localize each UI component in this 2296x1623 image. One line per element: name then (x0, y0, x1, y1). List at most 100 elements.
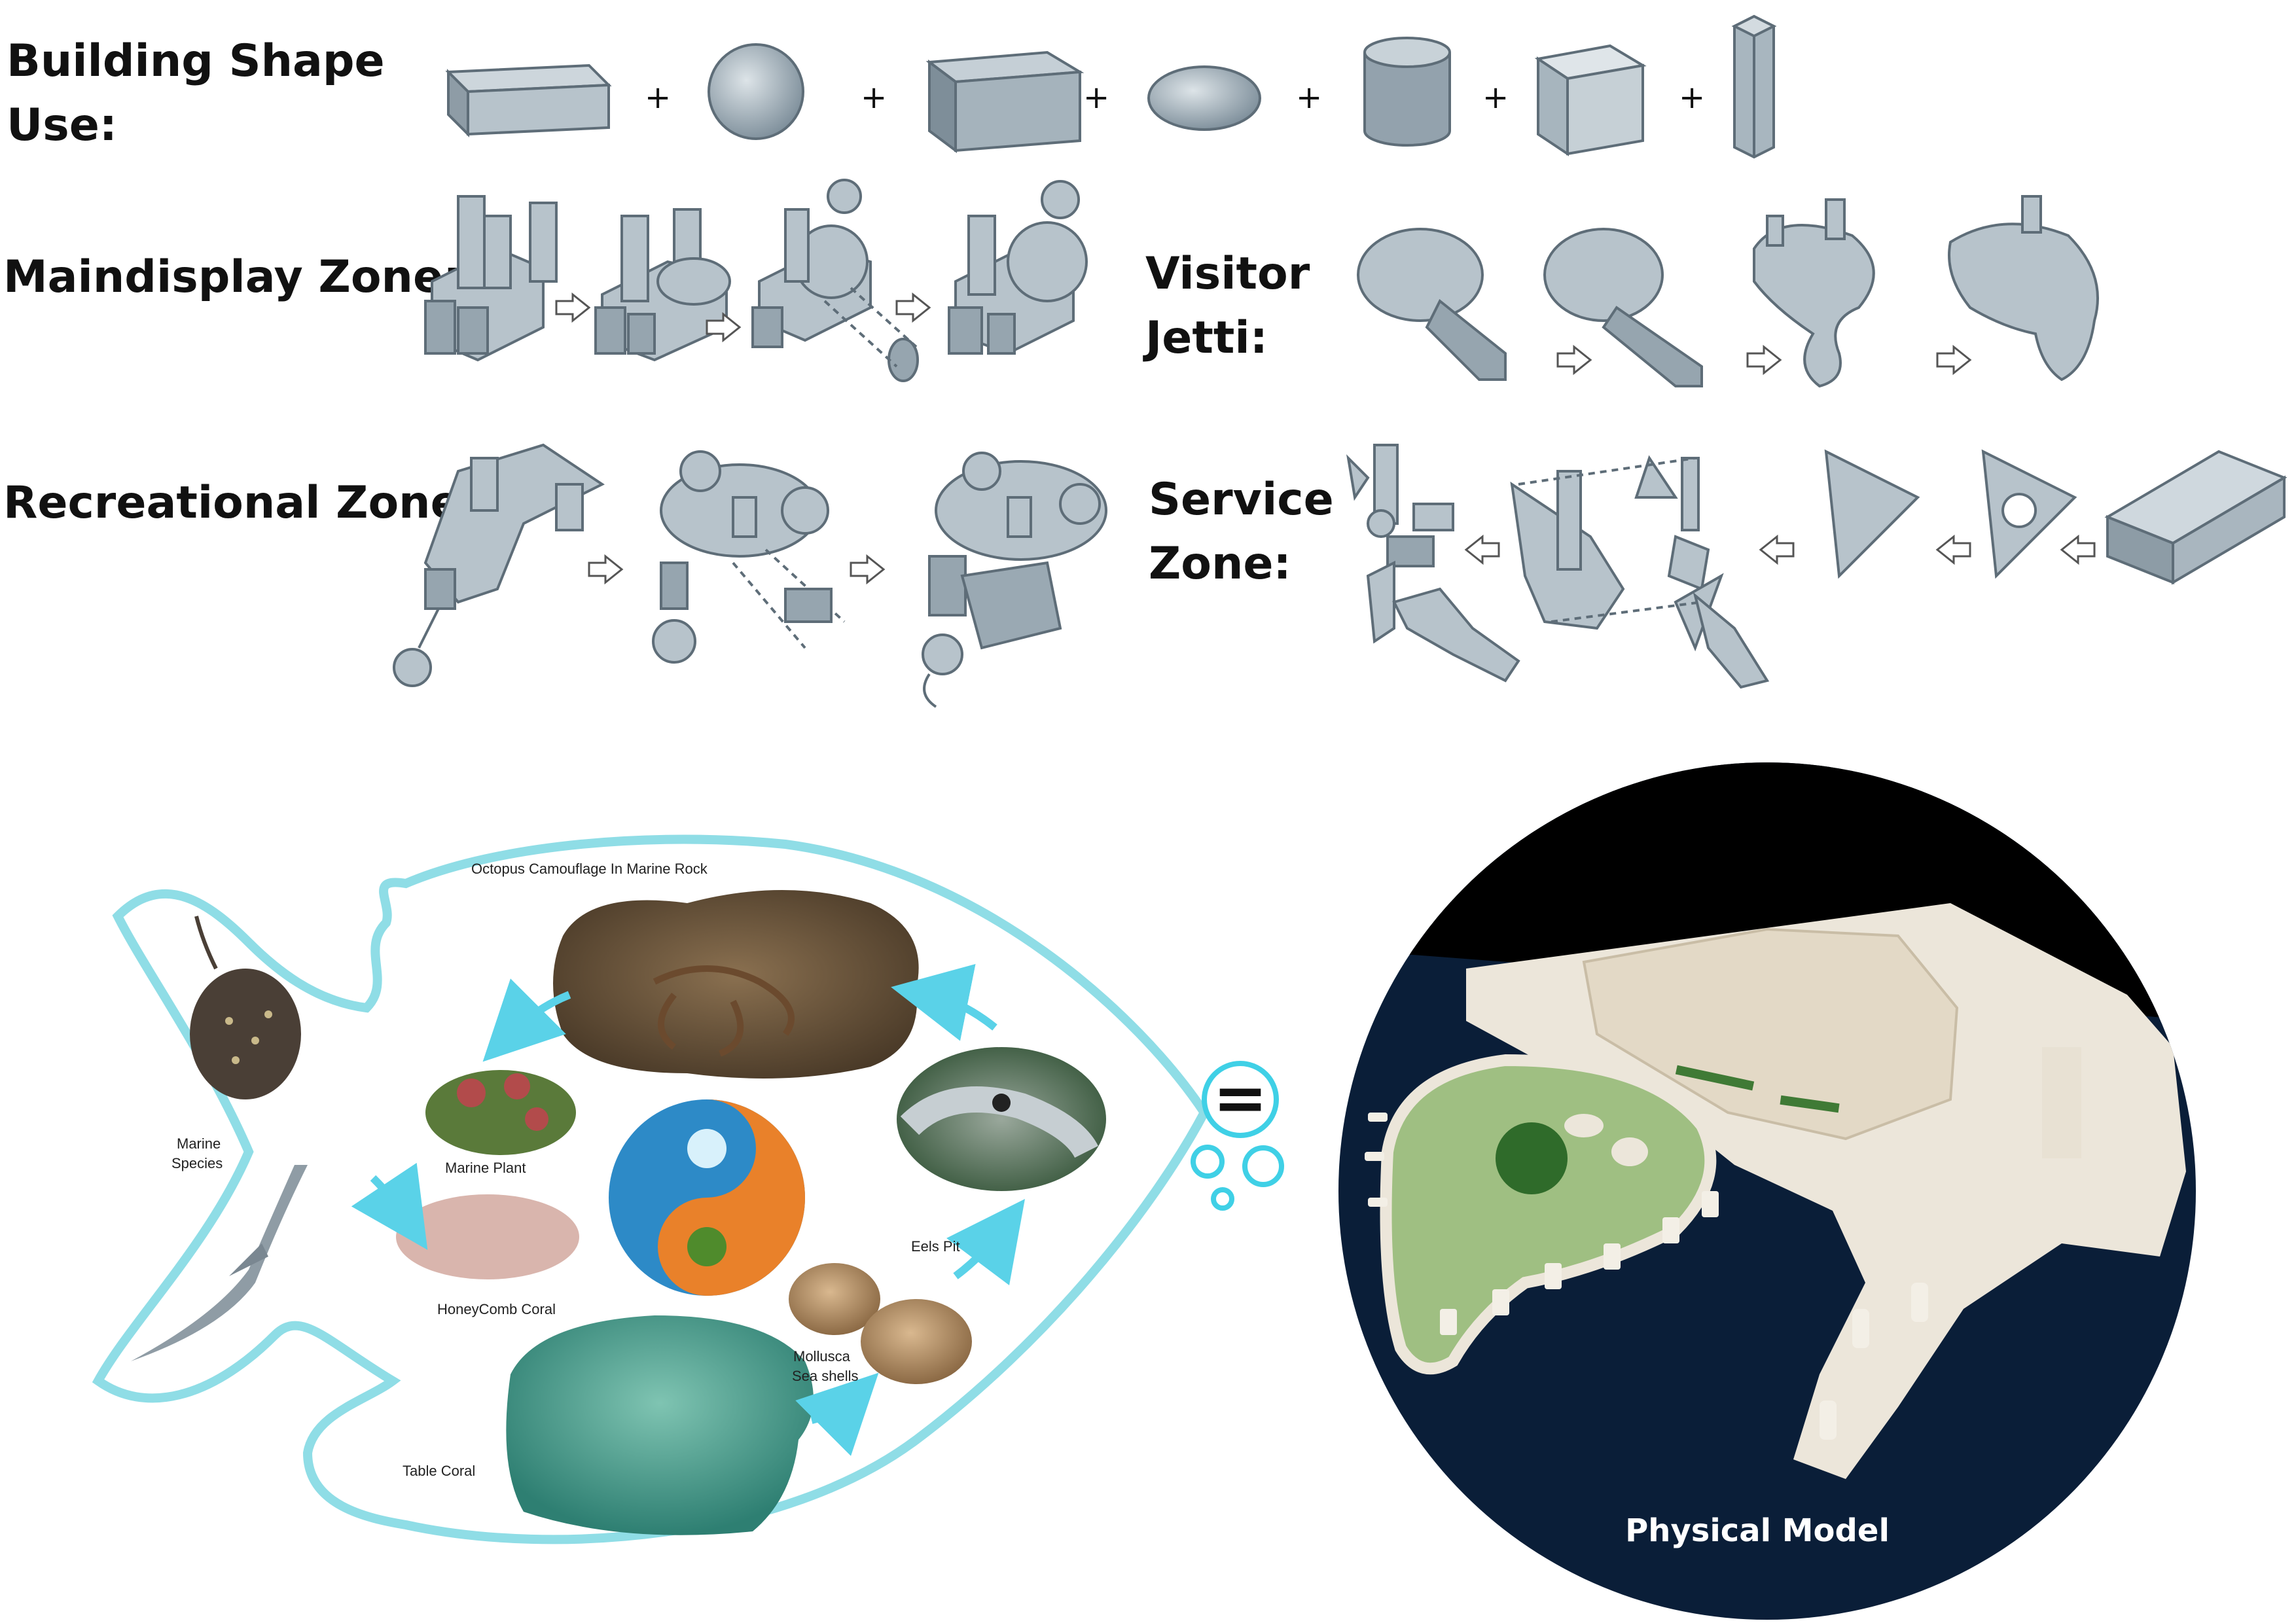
visitor-jetti-sketches (1357, 195, 2099, 388)
arrow-right-icon (588, 554, 624, 585)
jetti-arrows (1556, 344, 1972, 376)
arrow-right-icon (1936, 344, 1972, 376)
label-building-shape-line1: Building Shape (7, 35, 385, 87)
label-maindisplay-zone: Maindisplay Zone: (3, 251, 461, 303)
jetti-step-2 (1543, 228, 1703, 387)
label-visitor-line1: Visitor (1145, 248, 1310, 300)
flow-arrow-icon (351, 1162, 428, 1250)
shape-ellipse (1147, 65, 1261, 131)
operator-plus: + (1296, 79, 1322, 116)
maindisplay-step-4 (948, 180, 1088, 355)
equals-bubble-large (1202, 1061, 1279, 1138)
flow-arrows (351, 963, 1026, 1456)
caption-marine-plant: Marine Plant (445, 1160, 526, 1176)
jetti-step-4 (1948, 195, 2099, 382)
jetti-step-3 (1753, 198, 1875, 388)
maindisplay-arrows (555, 292, 931, 343)
label-service-zone: Service Zone: (1149, 468, 1334, 596)
operator-plus: + (645, 79, 671, 116)
service-step-3 (1824, 449, 1920, 579)
arrow-right-icon (706, 312, 742, 343)
arrow-right-icon (1556, 344, 1592, 376)
bubble-icon (1242, 1145, 1284, 1187)
shape-cylinder (1363, 37, 1451, 147)
service-step-4 (1981, 449, 2077, 579)
honeycomb-coral-image (396, 1194, 579, 1279)
caption-mollusca-2: Sea shells (792, 1368, 859, 1384)
equals-symbol: = (1213, 1060, 1268, 1136)
service-arrows (1464, 534, 2096, 565)
arrow-left-icon (1935, 534, 1971, 565)
service-step-1 (1346, 444, 1520, 683)
table-coral-image (506, 1315, 814, 1535)
recreational-step-3 (922, 452, 1107, 708)
label-building-shape: Building Shape Use: (7, 29, 385, 158)
service-step-5 (2104, 450, 2287, 585)
flow-arrow-icon (946, 1199, 1026, 1286)
shape-tall-prism (1731, 14, 1777, 159)
caption-octopus: Octopus Camouflage In Marine Rock (471, 861, 708, 877)
mollusca-shells-image (789, 1263, 972, 1384)
model-boats (1365, 1113, 1928, 1440)
shape-operators: + + + + + + (645, 79, 1705, 116)
service-sketches (1346, 444, 2287, 689)
operator-plus: + (1482, 79, 1509, 116)
shape-flat-box (445, 63, 612, 137)
arrow-left-icon (1759, 534, 1795, 565)
maindisplay-step-2 (594, 208, 731, 362)
operator-plus: + (861, 79, 887, 116)
arrow-left-icon (1464, 534, 1500, 565)
maindisplay-step-3 (751, 179, 919, 382)
recreational-step-2 (652, 450, 846, 664)
marine-plant-image (425, 1070, 576, 1155)
stingray-image (190, 916, 301, 1099)
octopus-rock-image (553, 890, 919, 1079)
physical-model-photo: Physical Model (1338, 762, 2196, 1620)
shape-box (925, 50, 1085, 153)
label-visitor-line2: Jetti: (1145, 312, 1268, 364)
model-buildings (1582, 927, 1959, 1141)
equals-bubbles: = (1191, 1060, 1284, 1211)
maindisplay-sketches (424, 179, 1088, 382)
bubble-icon (1191, 1145, 1225, 1179)
recreational-step-1 (393, 443, 605, 687)
operator-plus: + (1679, 79, 1705, 116)
arrow-right-icon (850, 554, 886, 585)
caption-eels: Eels Pit (911, 1238, 960, 1255)
bubble-icon (1211, 1187, 1234, 1211)
arrow-right-icon (1746, 344, 1782, 376)
model-green-island (1380, 1054, 1717, 1375)
label-building-shape-line2: Use: (7, 99, 118, 151)
arrow-right-icon (895, 292, 931, 323)
shape-sphere (708, 43, 804, 140)
caption-marine-species-2: Species (171, 1155, 223, 1171)
shape-row (445, 14, 1777, 159)
model-tree-cluster (1496, 1122, 1568, 1194)
arrow-left-icon (2060, 534, 2096, 565)
caption-mollusca-1: Mollusca (793, 1348, 851, 1364)
shark-image (131, 1165, 308, 1361)
operator-plus: + (1083, 79, 1109, 116)
model-tower (2042, 1047, 2081, 1158)
recreational-sketches (393, 443, 1107, 708)
caption-honeycomb: HoneyComb Coral (437, 1301, 556, 1317)
label-service-line1: Service (1149, 474, 1334, 526)
fish-outline (92, 834, 1210, 1544)
service-step-2 (1510, 455, 1770, 689)
fish-captions: Octopus Camouflage In Marine Rock Marine… (171, 861, 960, 1479)
maindisplay-step-1 (424, 195, 558, 362)
yin-yang-image (609, 1099, 805, 1296)
physical-model-caption: Physical Model (1625, 1512, 1890, 1549)
recreational-arrows (588, 554, 886, 585)
label-recreational-zone: Recreational Zone: (3, 477, 478, 529)
caption-marine-species-1: Marine (177, 1135, 221, 1152)
jetti-step-1 (1357, 228, 1507, 381)
arrow-right-icon (555, 292, 591, 323)
flow-arrow-icon (795, 1372, 879, 1456)
shape-cube (1534, 44, 1647, 156)
label-service-line2: Zone: (1149, 538, 1291, 590)
eel-image (897, 1047, 1106, 1191)
caption-table-coral: Table Coral (403, 1463, 475, 1479)
flow-arrow-icon (482, 978, 571, 1062)
